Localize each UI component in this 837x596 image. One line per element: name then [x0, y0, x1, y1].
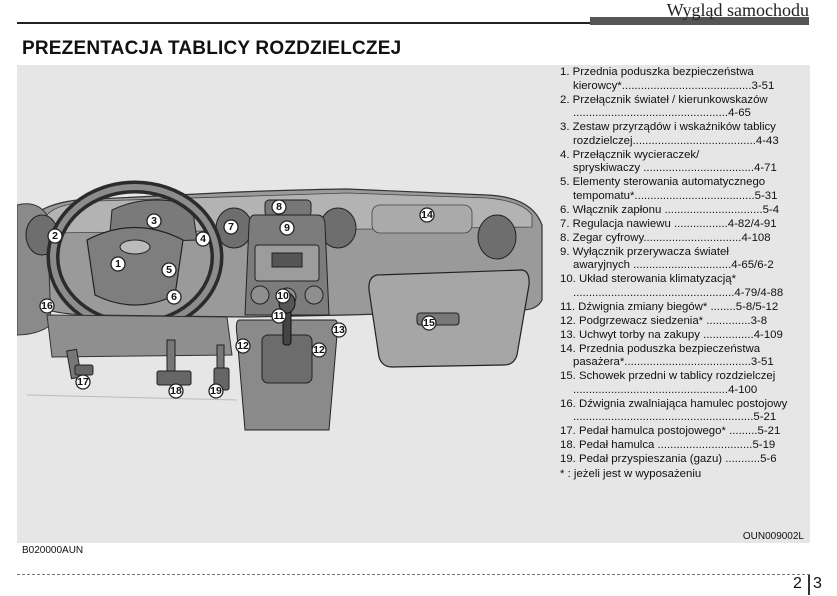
legend-item-6: 6. Włącznik zapłonu ....................… — [560, 204, 810, 218]
callout-4: 4 — [196, 232, 210, 246]
page-number-chapter: 2 — [793, 575, 802, 593]
steering-logo — [120, 240, 150, 254]
callout-12-right: 12 — [312, 343, 326, 357]
dashboard-figure: 1 2 3 4 5 6 7 8 9 10 11 12 12 13 14 15 1… — [17, 65, 810, 543]
svg-text:16: 16 — [41, 300, 53, 312]
legend-item-17: 17. Pedał hamulca postojowego* .........… — [560, 425, 810, 439]
callout-19: 19 — [209, 384, 223, 398]
svg-text:12: 12 — [313, 344, 325, 356]
legend-item-2: 2. Przełącznik świateł / kierunkowskazów… — [560, 94, 810, 121]
legend-item-11: 11. Dźwignia zmiany biegów* ........5-8/… — [560, 301, 810, 315]
callout-1: 1 — [111, 257, 125, 271]
svg-text:15: 15 — [423, 317, 435, 329]
svg-text:10: 10 — [277, 290, 289, 302]
legend-item-7: 7. Regulacja nawiewu .................4-… — [560, 218, 810, 232]
floor-line — [27, 395, 237, 400]
parking-brake-pad — [75, 365, 93, 375]
radio-display — [272, 253, 302, 267]
right-vent — [478, 215, 516, 259]
callout-17: 17 — [76, 375, 90, 389]
callout-11: 11 — [272, 309, 286, 323]
svg-text:13: 13 — [333, 324, 345, 336]
callout-18: 18 — [169, 384, 183, 398]
legend-item-8: 8. Zegar cyfrowy........................… — [560, 232, 810, 246]
equipment-note: * : jeżeli jest w wyposażeniu — [560, 468, 810, 482]
callout-3: 3 — [147, 214, 161, 228]
legend-item-4: 4. Przełącznik wycieraczek/spryskiwaczy … — [560, 149, 810, 176]
svg-text:19: 19 — [210, 385, 222, 397]
callout-15: 15 — [422, 316, 436, 330]
legend-item-18: 18. Pedał hamulca ......................… — [560, 439, 810, 453]
svg-text:9: 9 — [284, 222, 290, 234]
page-number-separator — [808, 575, 810, 595]
legend-item-12: 12. Podgrzewacz siedzenia* .............… — [560, 315, 810, 329]
svg-text:18: 18 — [170, 385, 182, 397]
svg-text:5: 5 — [166, 264, 172, 276]
svg-text:8: 8 — [276, 201, 282, 213]
dashboard-illustration: 1 2 3 4 5 6 7 8 9 10 11 12 12 13 14 15 1… — [17, 65, 557, 543]
svg-text:14: 14 — [421, 209, 433, 221]
page-number: 3 — [813, 575, 822, 593]
callout-10: 10 — [276, 289, 290, 303]
legend-item-10: 10. Układ sterowania klimatyzacją*......… — [560, 273, 810, 300]
legend-item-3: 3. Zestaw przyrządów i wskaźników tablic… — [560, 121, 810, 148]
svg-text:2: 2 — [52, 230, 58, 242]
page-title: PREZENTACJA TABLICY ROZDZIELCZEJ — [22, 38, 401, 60]
footer-divider — [17, 574, 810, 575]
climate-knob-left — [251, 286, 269, 304]
svg-text:6: 6 — [171, 291, 177, 303]
svg-text:12: 12 — [237, 340, 249, 352]
brake-pedal-arm — [167, 340, 175, 372]
callout-2: 2 — [48, 229, 62, 243]
figure-code-left: B020000AUN — [22, 545, 83, 556]
legend-item-19: 19. Pedał przyspieszania (gazu) ........… — [560, 453, 810, 467]
legend-item-15: 15. Schowek przedni w tablicy rozdzielcz… — [560, 370, 810, 397]
callout-5: 5 — [162, 263, 176, 277]
brake-pedal — [157, 371, 191, 385]
section-title: Wygląd samochodu — [667, 0, 809, 21]
legend-item-16: 16. Dźwignia zwalniająca hamulec postojo… — [560, 398, 810, 425]
figure-code-right: OUN009002L — [743, 531, 804, 542]
callout-6: 6 — [167, 290, 181, 304]
svg-text:11: 11 — [273, 310, 284, 322]
callout-9: 9 — [280, 221, 294, 235]
climate-knob-right — [305, 286, 323, 304]
svg-text:4: 4 — [200, 233, 206, 245]
svg-text:1: 1 — [115, 258, 121, 270]
svg-text:7: 7 — [228, 221, 234, 233]
callout-7: 7 — [224, 220, 238, 234]
svg-text:3: 3 — [151, 215, 157, 227]
legend-item-13: 13. Uchwyt torby na zakupy .............… — [560, 329, 810, 343]
callout-16: 16 — [40, 299, 54, 313]
callout-12-left: 12 — [236, 339, 250, 353]
svg-text:17: 17 — [77, 376, 89, 388]
callout-13: 13 — [332, 323, 346, 337]
callout-14: 14 — [420, 208, 434, 222]
callout-8: 8 — [272, 200, 286, 214]
